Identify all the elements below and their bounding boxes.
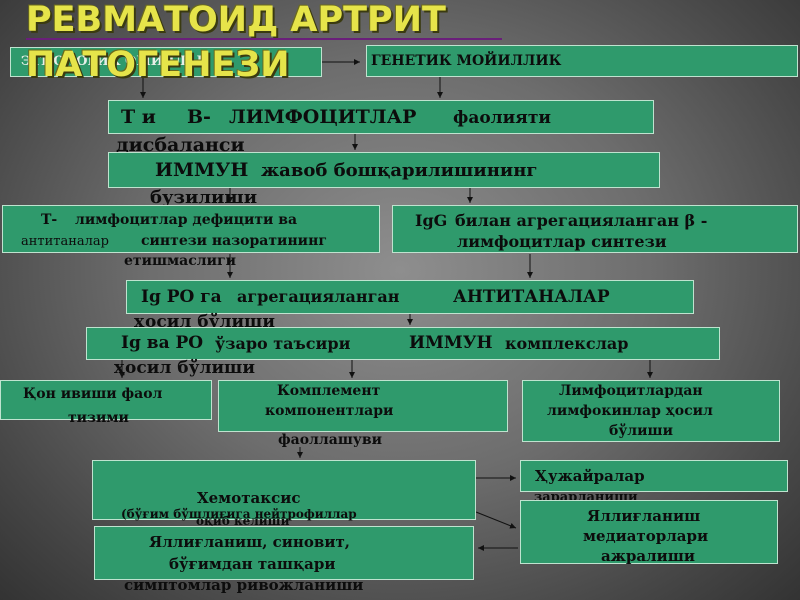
blood-text-a: Қон ивиши фаол [23, 386, 163, 402]
igpo-text-b: агрегацияланган [237, 287, 400, 306]
mediators-box: Яллиғланиш медиаторлари ажралиши [520, 500, 778, 565]
lymphokines-box: Лимфоцитлардан лимфокинлар ҳосил бўлиши [522, 380, 780, 442]
inflammation-text-b: бўғимдан ташқари [169, 555, 336, 573]
immune-text-a: ИММУН [155, 159, 249, 181]
genetic-box: ГЕНЕТИК МОЙИЛЛИК [366, 45, 798, 77]
complement-text-a: Комплемент [277, 383, 381, 399]
igva-text-c: ИММУН [409, 333, 493, 353]
inflammation-box: Яллиғланиш, синовит, бўғимдан ташқари [94, 526, 474, 580]
etiology-label: ЭТИОЛОГИК ОМИЛЛАР [21, 54, 207, 69]
chemotaxis-text-a: Хемотаксис [197, 489, 301, 507]
igg-box: IgG билан агрегацияланган β - лимфоцитла… [392, 205, 798, 253]
ig-va-po-box: Ig ва РО ўзаро таъсири ИММУН комплекслар [86, 327, 720, 360]
slide-title-line2: ПАТОГЕНЕЗИ [26, 45, 290, 85]
igg-text-c: лимфоцитлар синтези [457, 232, 667, 251]
t-deficit-box: Т- лимфоцитлар дефицити ва антитаналар с… [2, 205, 380, 253]
tb-text-c: ЛИМФОЦИТЛАР [229, 106, 417, 128]
chemotaxis-text-b: (бўғим бўшлиғига нейтрофиллар [121, 507, 357, 521]
tdef-text-a: Т- [41, 212, 58, 228]
mediators-text-a: Яллиғланиш [587, 507, 701, 525]
igg-text-a: IgG [415, 211, 448, 230]
igva-text-e: ҳосил бўлиши [114, 358, 255, 378]
tb-text-a: Т и [121, 106, 156, 128]
igva-text-a: Ig ва РО [121, 333, 204, 353]
igva-text-b: ўзаро таъсири [215, 334, 351, 353]
genetic-label: ГЕНЕТИК МОЙИЛЛИК [371, 53, 562, 69]
inflammation-text-a: Яллиғланиш, синовит, [149, 533, 350, 551]
cell-damage-box: Ҳужайралар [520, 460, 788, 492]
immune-text-b: жавоб бошқарилишининг [261, 160, 538, 181]
igpo-text-c: АНТИТАНАЛАР [453, 287, 610, 307]
blood-clotting-box: Қон ивиши фаол [0, 380, 212, 420]
complement-text-c: фаоллашуви [278, 432, 382, 448]
complement-box: Комплемент компонентлари [218, 380, 508, 432]
lymphokines-text-c: бўлиши [609, 423, 673, 439]
tdef-text-e: етишмаслиги [124, 253, 236, 269]
cell-damage-text-a: Ҳужайралар [535, 467, 645, 485]
tb-text-b: В- [187, 106, 211, 128]
chemotaxis-box: Хемотаксис (бўғим бўшлиғига нейтрофиллар [92, 460, 476, 521]
mediators-text-b: медиаторлари [583, 527, 709, 545]
lymphokines-text-b: лимфокинлар ҳосил [547, 403, 713, 419]
tdef-text-c: антитаналар [21, 234, 109, 249]
tb-lymphocytes-box: Т и В- ЛИМФОЦИТЛАР фаолияти [108, 100, 654, 134]
immune-text-c: бузилиши [150, 187, 258, 208]
mediators-text-c: ажралиши [601, 547, 696, 565]
igpo-text-a: Ig РО га [141, 287, 222, 307]
inflammation-text-c: симптомлар ривожланиши [124, 576, 364, 594]
igva-text-d: комплекслар [505, 334, 629, 353]
arrow-chemotaxis-mediators [475, 511, 517, 529]
lymphokines-text-a: Лимфоцитлардан [559, 383, 703, 399]
blood-text-b: тизими [68, 410, 129, 426]
tdef-text-b: лимфоцитлар дефицити ва [75, 212, 298, 228]
slide-title-line1: РЕВМАТОИД АРТРИТ [26, 0, 446, 40]
tdef-text-d: синтези назоратининг [141, 233, 327, 249]
immune-regulation-box: ИММУН жавоб бошқарилишининг [108, 152, 660, 188]
title-underline [26, 38, 502, 40]
tb-text-e: дисбаланси [116, 134, 245, 156]
igg-text-b: билан агрегацияланган β - [455, 211, 708, 230]
tb-text-d: фаолияти [453, 108, 551, 128]
complement-text-b: компонентлари [265, 403, 394, 419]
ig-po-box: Ig РО га агрегацияланган АНТИТАНАЛАР [126, 280, 694, 314]
etiology-box: ЭТИОЛОГИК ОМИЛЛАР [10, 47, 322, 77]
chemotaxis-text-c: оқиб келиши [196, 514, 290, 528]
